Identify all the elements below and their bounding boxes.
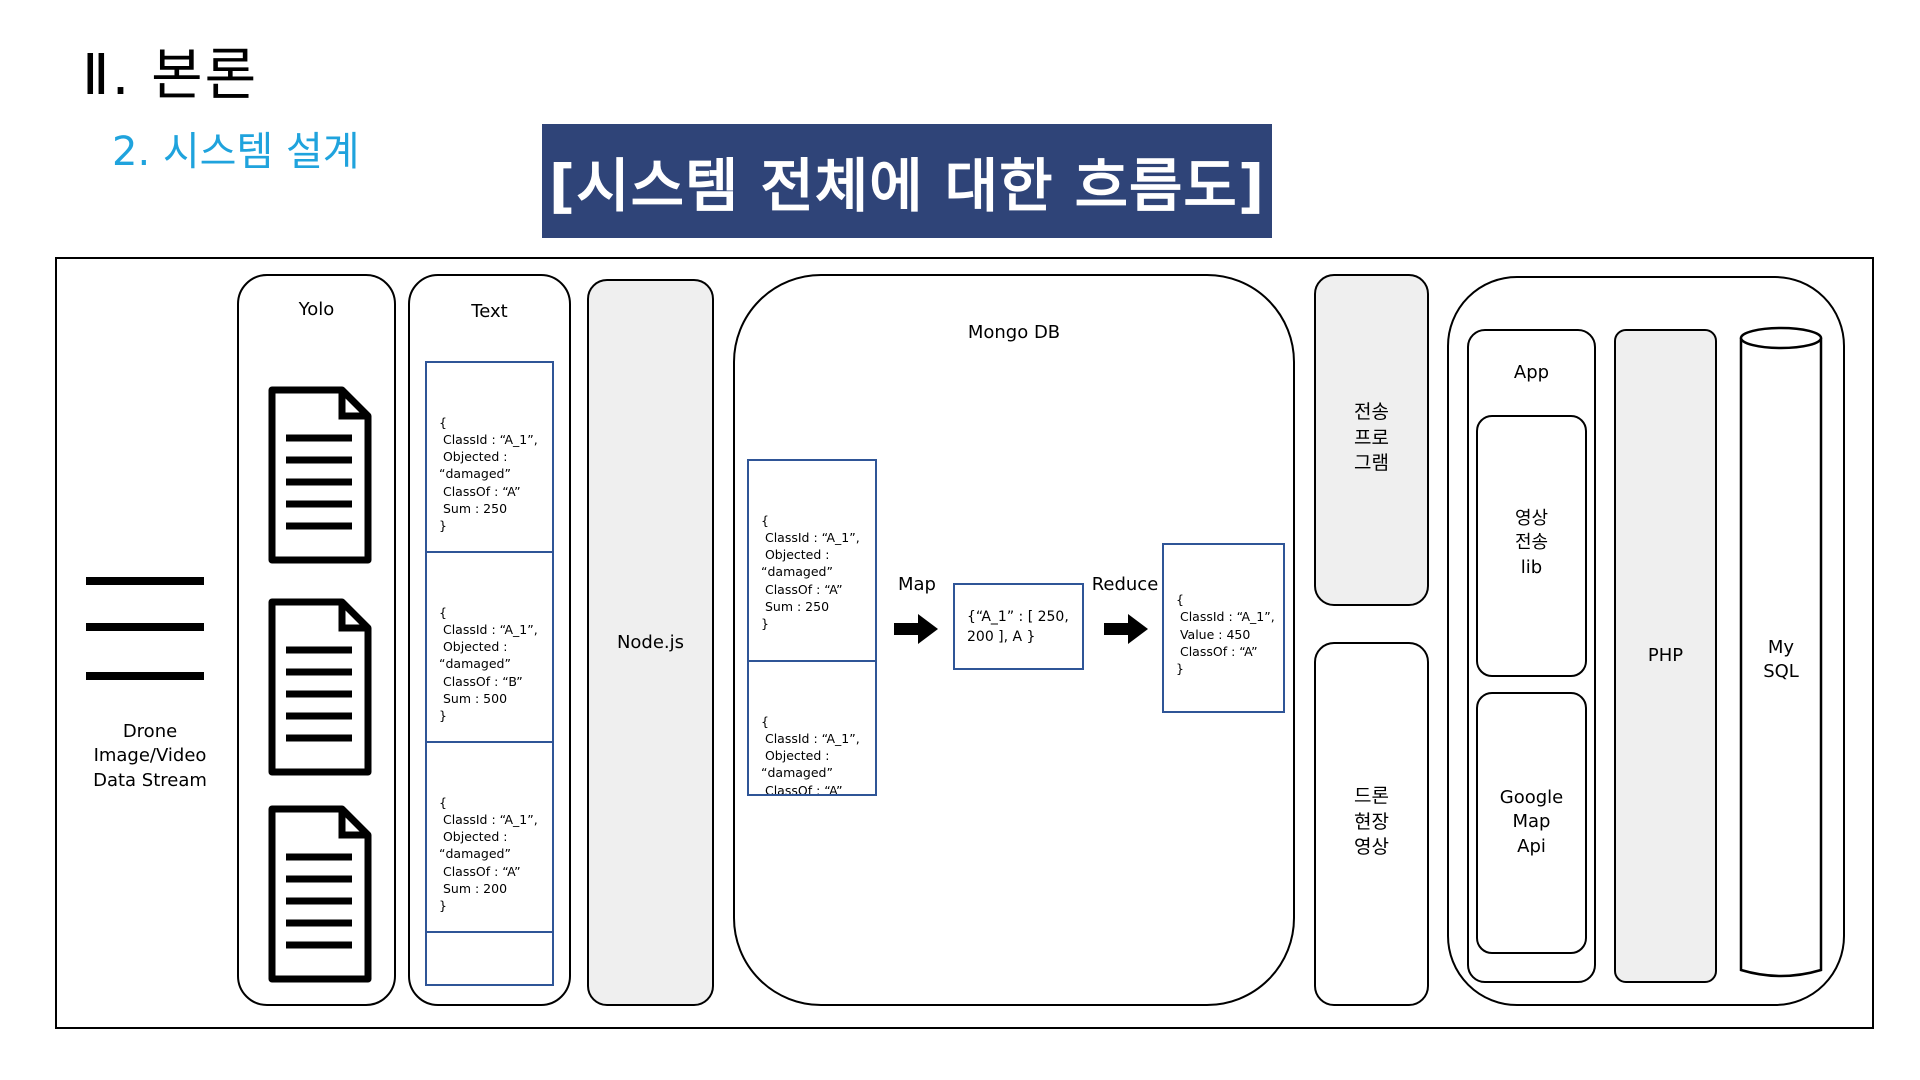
menu-line-icon	[86, 672, 204, 680]
json-record: { ClassId : “A_1”, Objected : “damaged” …	[427, 398, 552, 553]
diagram-title-banner: [시스템 전체에 대한 흐름도]	[542, 124, 1272, 238]
map-output: {“A_1” : [ 250, 200 ], A }	[953, 583, 1084, 670]
transfer-program-label: 전송 프로 그램	[1354, 401, 1389, 475]
text-label: Text	[471, 301, 508, 322]
reduce-output: { ClassId : “A_1”, Value : 450 ClassOf :…	[1162, 543, 1285, 713]
mongodb-panel	[733, 274, 1295, 1006]
json-record: { ClassId : “A_1”, Objected : “damaged” …	[427, 968, 552, 985]
document-icon	[268, 386, 372, 564]
mongodb-input-records: { ClassId : “A_1”, Objected : “damaged” …	[747, 459, 877, 796]
transfer-program-panel	[1314, 274, 1429, 606]
nodejs-label: Node.js	[616, 632, 685, 653]
diagram-frame	[55, 257, 1874, 1029]
database-cylinder-icon	[1738, 326, 1824, 988]
map-label: Map	[898, 574, 936, 595]
text-records: { ClassId : “A_1”, Objected : “damaged” …	[425, 361, 554, 986]
document-icon	[268, 598, 372, 776]
text-panel	[408, 274, 571, 1006]
mysql-label: My SQL	[1763, 637, 1799, 683]
google-map-panel	[1476, 692, 1587, 954]
json-record: { ClassId : “A_1”, Objected : “damaged” …	[749, 496, 875, 662]
php-label: PHP	[1647, 645, 1684, 666]
drone-video-panel	[1314, 642, 1429, 1006]
server-client-group	[1447, 276, 1845, 1006]
section-heading: Ⅱ. 본론	[82, 43, 259, 108]
app-panel	[1467, 329, 1596, 983]
video-lib-label: 영상 전송 lib	[1514, 508, 1549, 578]
video-lib-panel	[1476, 415, 1587, 677]
menu-lines-icon	[86, 577, 204, 585]
drone-video-label: 드론 현장 영상	[1354, 785, 1389, 859]
menu-line-icon	[86, 623, 204, 631]
subsection-heading: 2. 시스템 설계	[112, 129, 360, 175]
drone-stream-label: Drone Image/Video Data Stream	[93, 721, 207, 791]
google-map-label: Google Map Api	[1499, 787, 1564, 857]
json-record: { ClassId : “A_1”, Objected : “damaged” …	[427, 778, 552, 933]
json-record: { ClassId : “A_1”, Objected : “damaged” …	[761, 713, 860, 796]
php-panel	[1614, 329, 1717, 983]
reduce-label: Reduce	[1091, 574, 1159, 595]
nodejs-panel	[587, 279, 714, 1006]
json-record: { ClassId : “A_1”, Objected : “damaged” …	[427, 588, 552, 743]
document-icon	[268, 805, 372, 983]
yolo-label: Yolo	[298, 299, 335, 320]
app-label: App	[1513, 362, 1550, 383]
mongodb-label: Mongo DB	[967, 322, 1061, 343]
right-arrow-icon	[894, 614, 938, 644]
right-arrow-icon	[1104, 614, 1148, 644]
yolo-panel	[237, 274, 396, 1006]
